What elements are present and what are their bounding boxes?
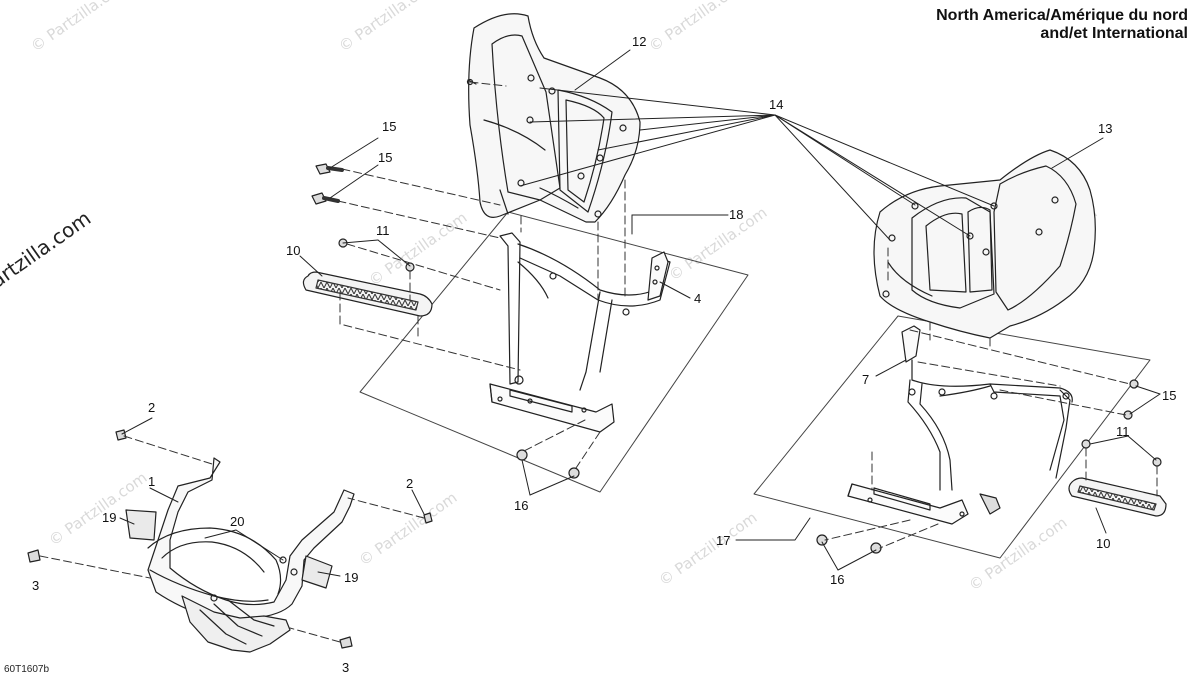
callout-15: 15 <box>382 119 396 134</box>
callout-1: 1 <box>148 474 155 489</box>
callout-11: 11 <box>376 223 390 238</box>
callout-2: 2 <box>406 476 413 491</box>
left-bolts <box>311 163 580 479</box>
region-title-line1: North America/Amérique du nord <box>936 7 1188 24</box>
callout-14: 14 <box>769 97 783 112</box>
callout-3: 3 <box>342 660 349 675</box>
region-title-line2: and/et International <box>1040 25 1188 42</box>
callout-4: 4 <box>694 291 701 306</box>
front-bumper <box>27 429 433 653</box>
callout-10: 10 <box>1096 536 1110 551</box>
callout-7: 7 <box>862 372 869 387</box>
callout-3: 3 <box>32 578 39 593</box>
callout-16: 16 <box>830 572 844 587</box>
right-footpeg <box>1068 477 1167 517</box>
leader-lines <box>119 49 1161 577</box>
callout-19: 19 <box>102 510 116 525</box>
callout-15: 15 <box>378 150 392 165</box>
callout-13: 13 <box>1098 121 1112 136</box>
callout-18: 18 <box>729 207 743 222</box>
right-bolts <box>816 379 1162 554</box>
right-mounting-plane <box>753 315 1151 559</box>
right-footrest-guard <box>873 149 1096 339</box>
left-alignment-lines <box>337 81 626 469</box>
left-footrest-bracket <box>489 232 671 433</box>
callout-10: 10 <box>286 243 300 258</box>
left-footpeg <box>302 271 433 317</box>
callout-2: 2 <box>148 400 155 415</box>
left-mounting-plane <box>359 211 749 493</box>
callout-20: 20 <box>230 514 244 529</box>
left-footrest-guard <box>466 13 641 223</box>
callout-17: 17 <box>716 533 730 548</box>
bumper-alignment-lines <box>39 435 425 643</box>
callout-12: 12 <box>632 34 646 49</box>
callout-19: 19 <box>344 570 358 585</box>
right-footrest-bracket <box>847 325 1073 525</box>
callout-15: 15 <box>1162 388 1176 403</box>
callout-11: 11 <box>1116 424 1130 439</box>
right-alignment-lines <box>824 247 1158 549</box>
diagram-code: 60T1607b <box>4 664 50 675</box>
callout-16: 16 <box>514 498 528 513</box>
